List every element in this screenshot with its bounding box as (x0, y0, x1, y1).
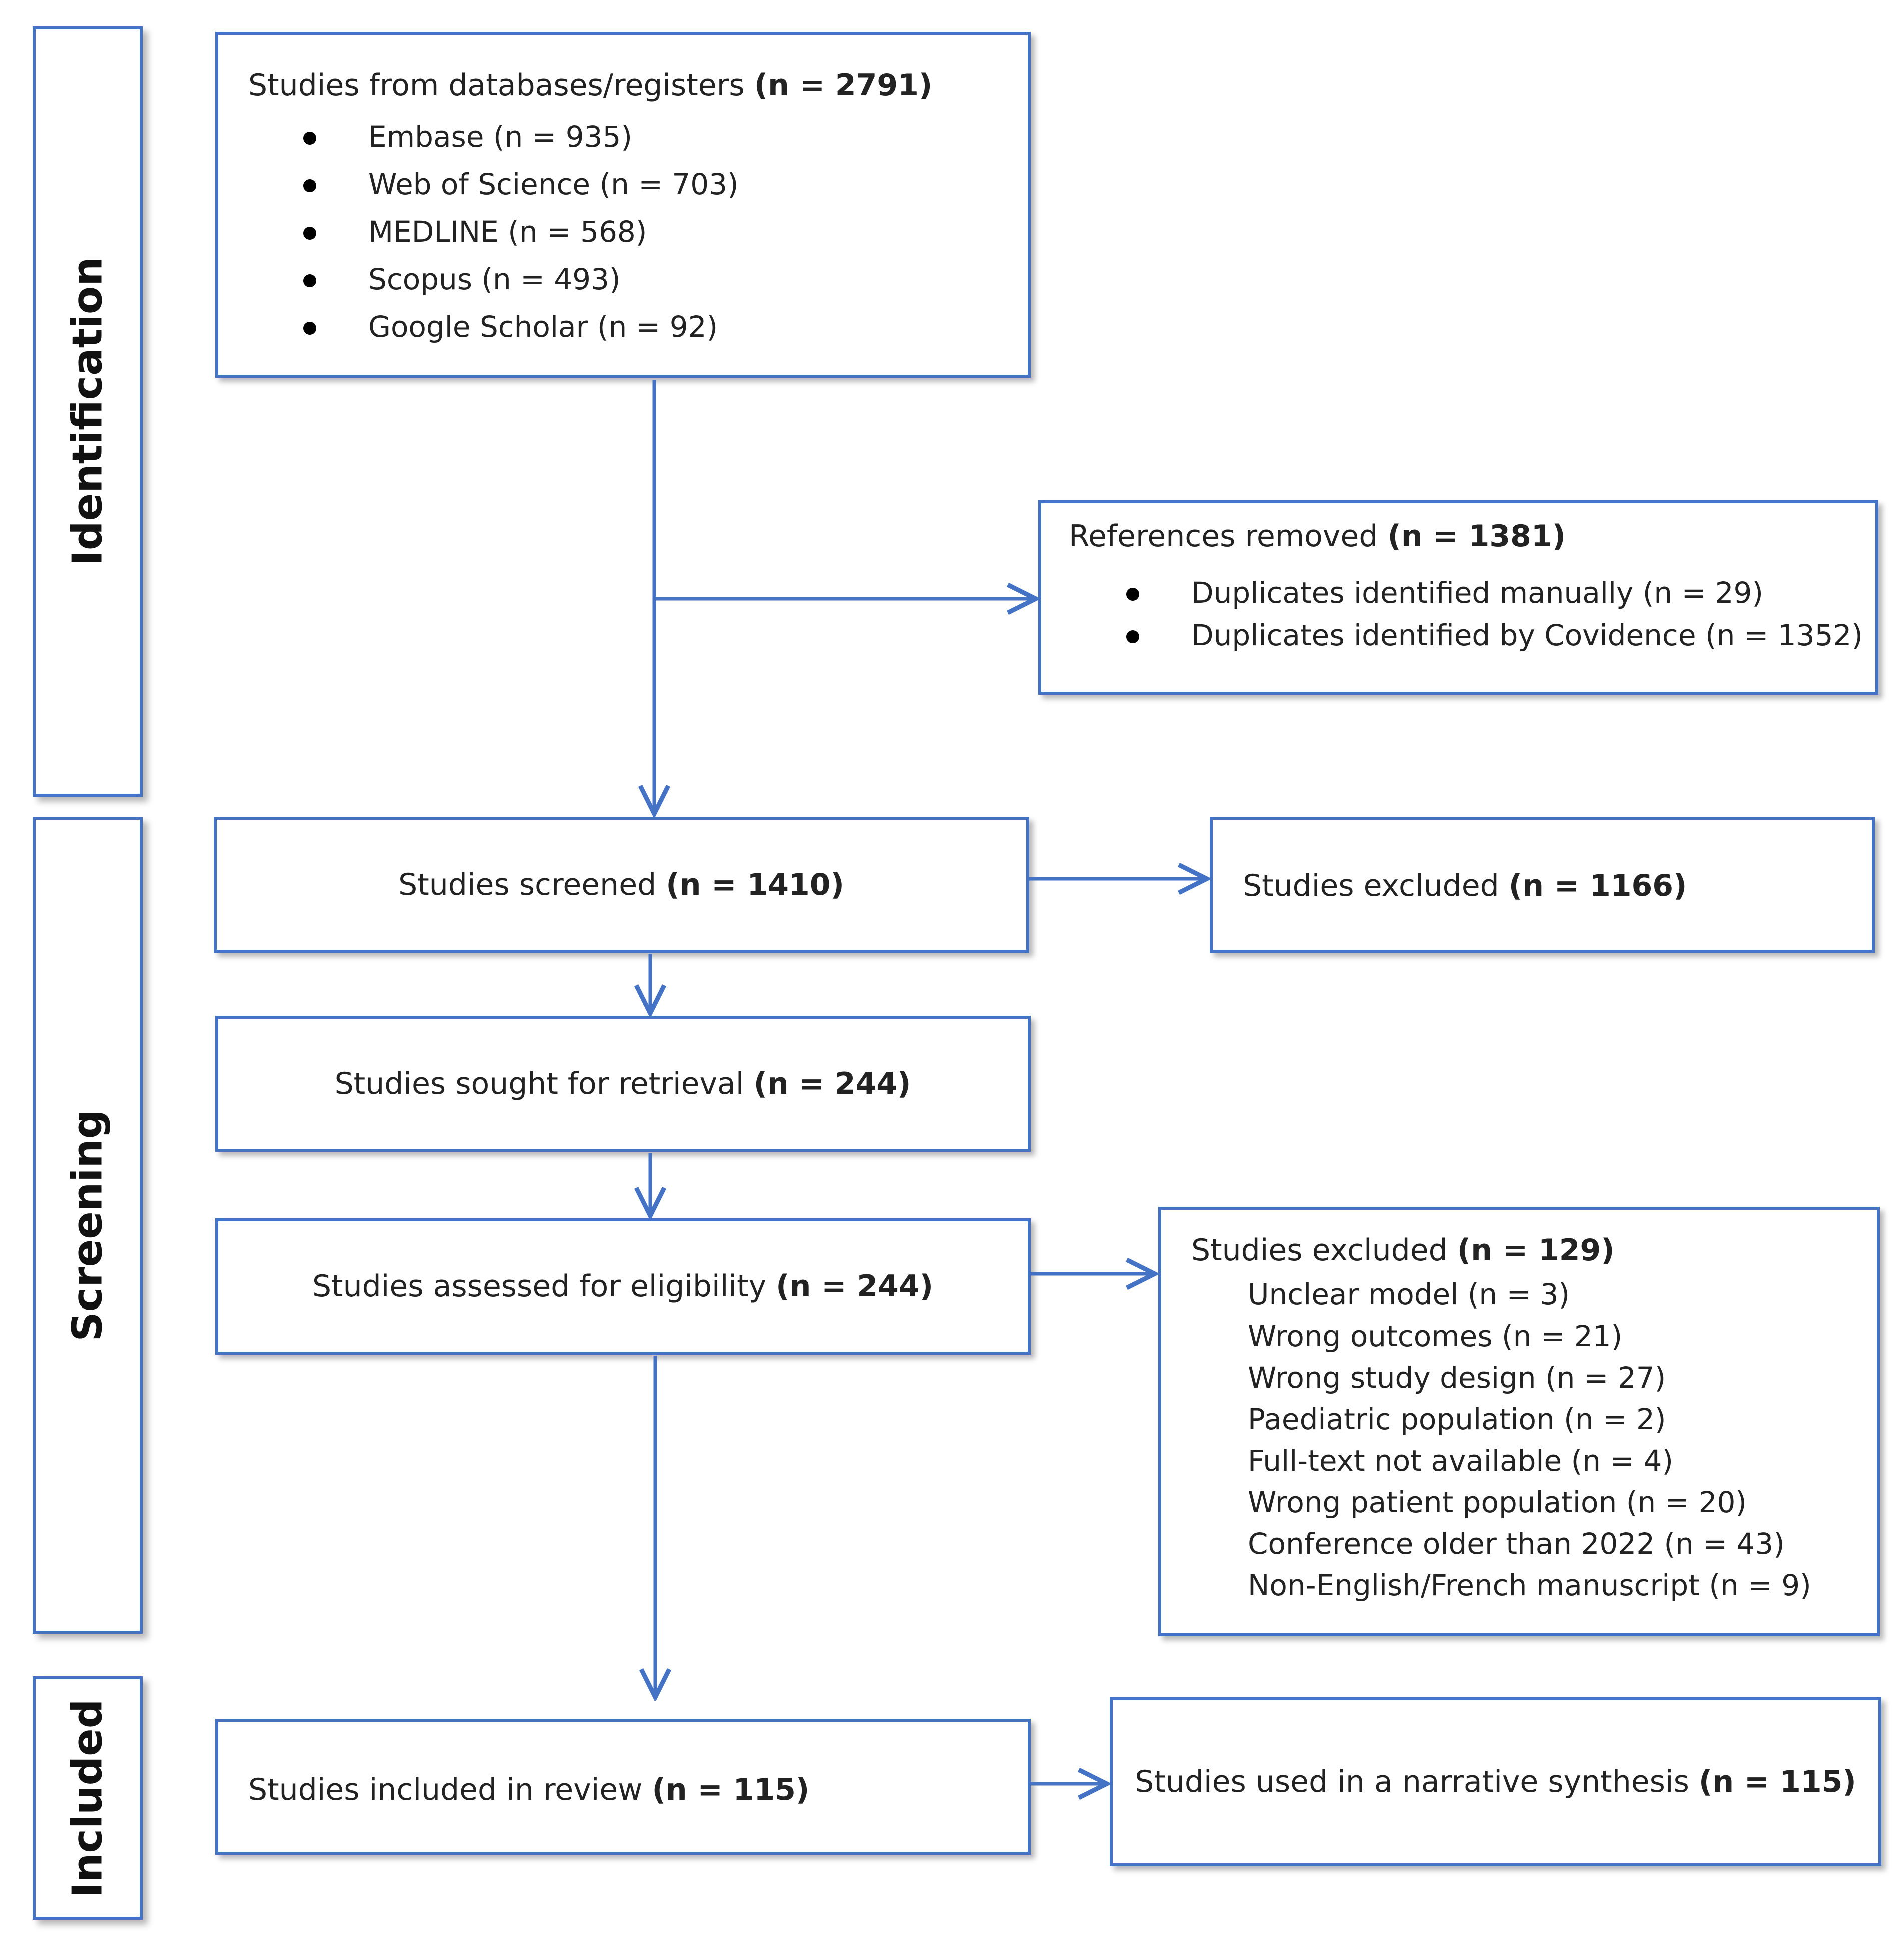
stage-included: Included (33, 1676, 143, 1920)
database-list: Embase (n = 935) Web of Science (n = 703… (218, 120, 739, 357)
references-removed-title: References removed (n = 1381) (1069, 519, 1566, 554)
included-box: Studies included in review (n = 115) (215, 1719, 1031, 1855)
duplicate-item: Duplicates identified by Covidence (n = … (1126, 618, 1863, 661)
synthesis-box: Studies used in a narrative synthesis (n… (1110, 1697, 1881, 1866)
exclusion-reason: Conference older than 2022 (n = 43) (1248, 1527, 1785, 1561)
exclusion-reason: Unclear model (n = 3) (1248, 1277, 1570, 1312)
screening-excluded-text: Studies excluded (n = 1166) (1243, 868, 1687, 903)
identification-title: Studies from databases/registers (n = 27… (248, 68, 933, 103)
screening-excluded-box: Studies excluded (n = 1166) (1210, 817, 1875, 953)
studies-screened-text: Studies screened (n = 1410) (398, 867, 844, 902)
retrieval-text: Studies sought for retrieval (n = 244) (334, 1066, 911, 1101)
eligibility-box: Studies assessed for eligibility (n = 24… (215, 1218, 1031, 1355)
database-item: Google Scholar (n = 92) (303, 310, 739, 357)
identification-box: Studies from databases/registers (n = 27… (215, 32, 1031, 378)
synthesis-text: Studies used in a narrative synthesis (n… (1135, 1764, 1856, 1799)
exclusion-reason: Wrong study design (n = 27) (1248, 1361, 1666, 1395)
exclusion-reason: Full-text not available (n = 4) (1248, 1444, 1674, 1478)
included-text: Studies included in review (n = 115) (248, 1772, 810, 1807)
exclusion-reason: Non-English/French manuscript (n = 9) (1248, 1568, 1811, 1602)
duplicates-list: Duplicates identified manually (n = 29) … (1041, 576, 1863, 661)
database-item: Embase (n = 935) (303, 120, 739, 167)
eligibility-text: Studies assessed for eligibility (n = 24… (312, 1269, 934, 1304)
eligibility-excluded-title: Studies excluded (n = 129) (1191, 1233, 1615, 1268)
eligibility-excluded-box: Studies excluded (n = 129) Unclear model… (1158, 1207, 1880, 1636)
retrieval-box: Studies sought for retrieval (n = 244) (215, 1016, 1031, 1152)
database-item: Scopus (n = 493) (303, 262, 739, 310)
stage-identification: Identification (33, 26, 143, 797)
exclusion-reasons-list: Unclear model (n = 3) Wrong outcomes (n … (1248, 1277, 1811, 1610)
exclusion-reason: Paediatric population (n = 2) (1248, 1402, 1666, 1436)
exclusion-reason: Wrong patient population (n = 20) (1248, 1485, 1747, 1519)
stage-screening: Screening (33, 817, 143, 1634)
references-removed-box: References removed (n = 1381) Duplicates… (1038, 500, 1878, 695)
exclusion-reason: Wrong outcomes (n = 21) (1248, 1319, 1623, 1353)
database-item: MEDLINE (n = 568) (303, 215, 739, 262)
duplicate-item: Duplicates identified manually (n = 29) (1126, 576, 1863, 618)
database-item: Web of Science (n = 703) (303, 167, 739, 215)
studies-screened-box: Studies screened (n = 1410) (214, 817, 1029, 953)
